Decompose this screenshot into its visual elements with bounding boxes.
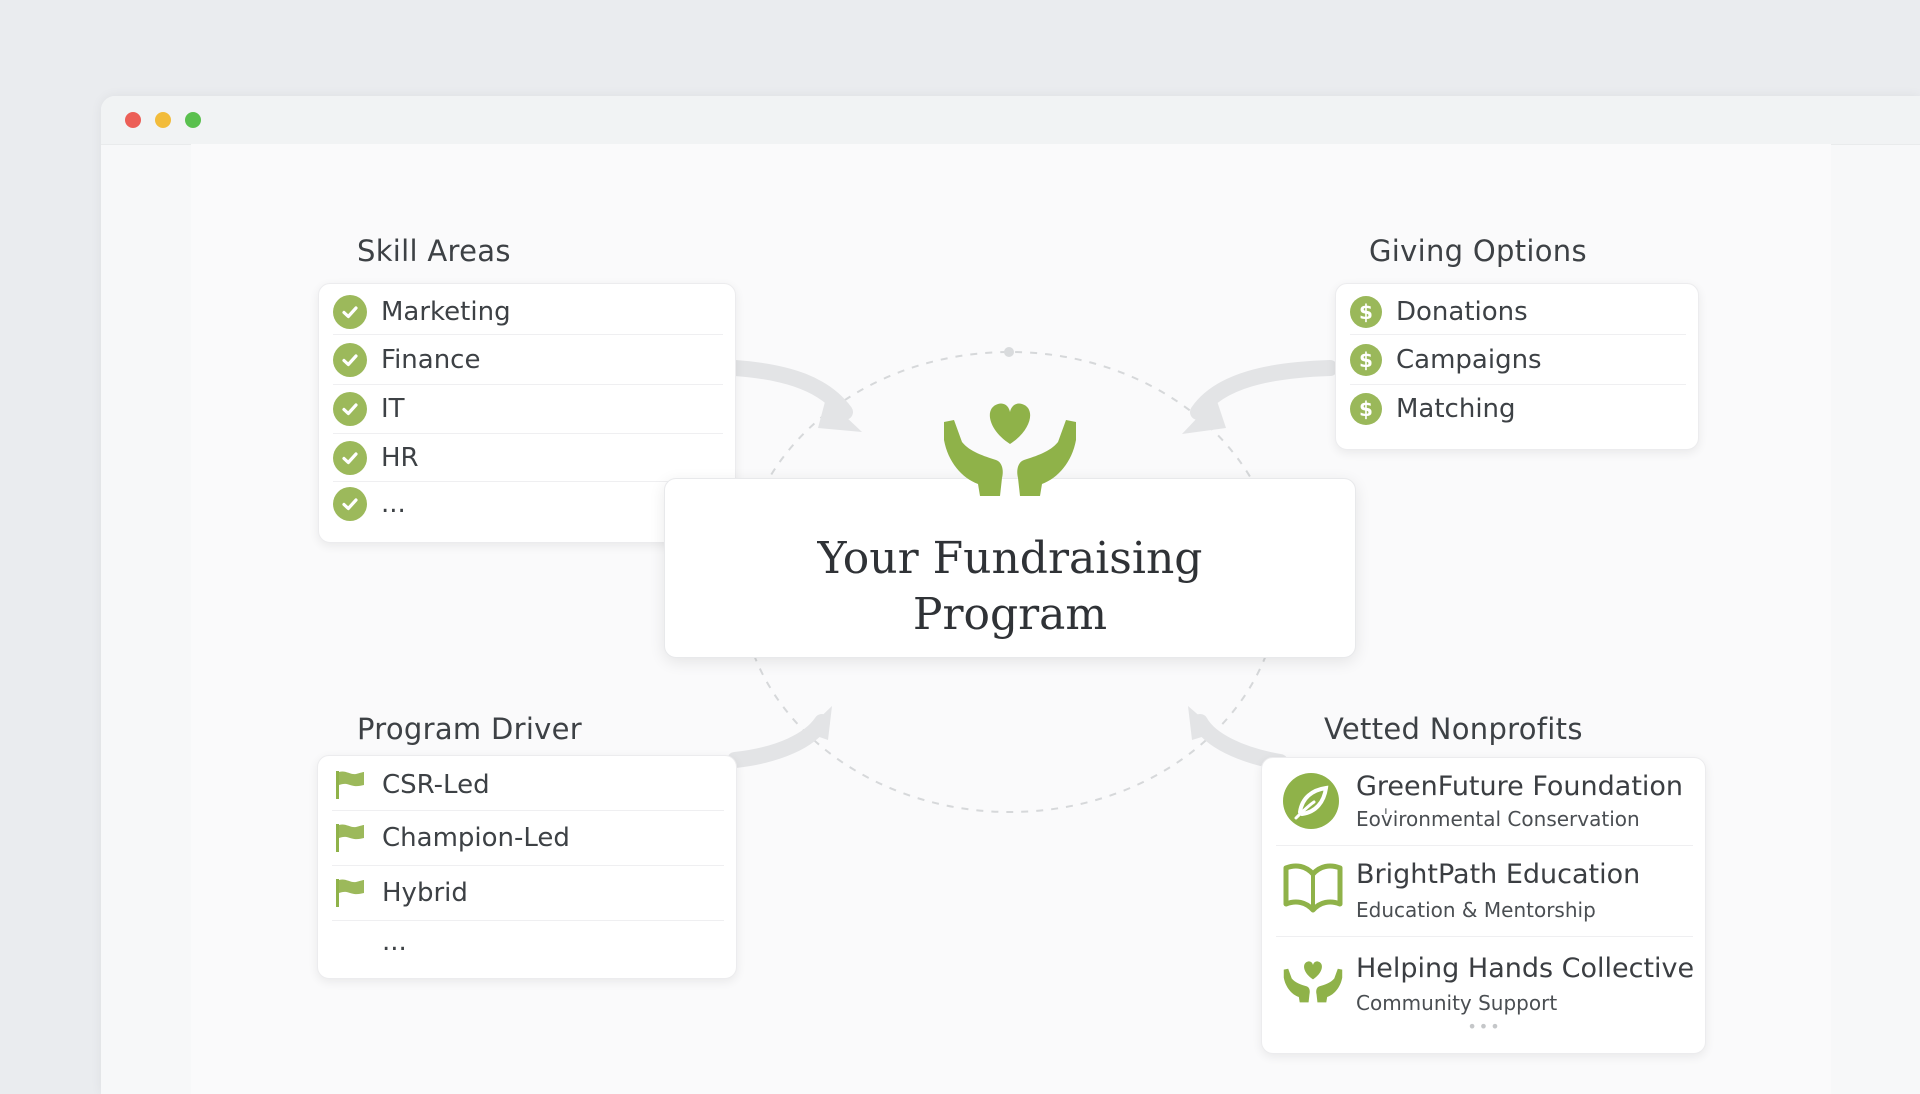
- nonprofit-name: GreenFuture Foundation: [1356, 771, 1684, 802]
- check-circle-icon: [333, 295, 367, 329]
- nonprofit-category: Eoٰvironmental Conservation: [1356, 807, 1640, 831]
- nonprofit-item[interactable]: Helping Hands Collective Community Suppo…: [1276, 937, 1695, 1049]
- driver-item[interactable]: CSR-Led: [332, 760, 724, 811]
- driver-item-more[interactable]: ...: [332, 921, 724, 963]
- program-title-line-2: Program: [912, 589, 1108, 640]
- driver-item-label: ...: [382, 927, 407, 957]
- nonprofit-name: BrightPath Education: [1356, 859, 1641, 890]
- program-title-line-1: Your Fundraising: [817, 533, 1203, 584]
- program-driver-heading: Program Driver: [357, 712, 583, 746]
- nonprofit-category: Community Support: [1356, 991, 1558, 1015]
- maximize-window-button[interactable]: [185, 112, 201, 128]
- skill-item[interactable]: IT: [333, 385, 723, 434]
- close-window-button[interactable]: [125, 112, 141, 128]
- dollar-coin-icon: $: [1350, 296, 1382, 328]
- more-nonprofits-indicator[interactable]: •••: [1467, 1017, 1502, 1036]
- skill-item-label: IT: [381, 394, 405, 424]
- flag-icon: [336, 879, 364, 907]
- skill-item-label: HR: [381, 442, 419, 473]
- dollar-coin-icon: $: [1350, 393, 1382, 425]
- giving-option-label: Campaigns: [1396, 344, 1542, 375]
- vetted-nonprofits-heading: Vetted Nonprofits: [1324, 712, 1583, 746]
- giving-options-card: $ Donations $ Campaigns $ Matching: [1335, 283, 1699, 450]
- program-driver-card: CSR-Led Champion-Led Hybrid ...: [317, 755, 737, 979]
- skill-item-label: Finance: [381, 344, 481, 375]
- giving-option-item[interactable]: $ Campaigns: [1350, 335, 1686, 385]
- nonprofit-item[interactable]: BrightPath Education Education & Mentors…: [1276, 846, 1693, 937]
- vetted-nonprofits-card: GreenFuture Foundation Eoٰvironmental Co…: [1261, 757, 1706, 1054]
- driver-item-label: Champion-Led: [382, 823, 570, 853]
- driver-item-label: CSR-Led: [382, 770, 490, 800]
- flag-icon: [336, 824, 364, 852]
- giving-option-item[interactable]: $ Donations: [1350, 290, 1686, 335]
- dollar-coin-icon: $: [1350, 343, 1382, 376]
- skill-item[interactable]: Finance: [333, 335, 723, 385]
- open-book-icon: [1283, 863, 1343, 913]
- heart-hands-icon: [944, 403, 1076, 496]
- skill-item[interactable]: Marketing: [333, 290, 723, 335]
- nonprofit-name: Helping Hands Collective: [1356, 953, 1695, 984]
- driver-item[interactable]: Hybrid: [332, 866, 724, 921]
- title-bar: [101, 96, 1920, 145]
- skill-item-label: ...: [381, 489, 406, 519]
- nonprofit-category: Education & Mentorship: [1356, 898, 1596, 922]
- flag-icon: [336, 771, 364, 799]
- minimize-window-button[interactable]: [155, 112, 171, 128]
- skill-item[interactable]: ...: [333, 482, 723, 526]
- giving-options-heading: Giving Options: [1369, 234, 1587, 268]
- heart-hands-icon: [1283, 961, 1343, 1003]
- leaf-circle-icon: [1283, 773, 1339, 829]
- driver-item-label: Hybrid: [382, 878, 468, 908]
- check-circle-icon: [333, 440, 367, 475]
- fundraising-program-card: Your Fundraising Program: [664, 478, 1356, 658]
- driver-item[interactable]: Champion-Led: [332, 811, 724, 866]
- giving-option-item[interactable]: $ Matching: [1350, 385, 1686, 433]
- skill-item-label: Marketing: [381, 297, 511, 327]
- check-circle-icon: [333, 487, 367, 521]
- skill-areas-heading: Skill Areas: [357, 234, 511, 268]
- program-title: Your Fundraising Program: [665, 531, 1355, 643]
- check-circle-icon: [333, 392, 367, 426]
- nonprofit-item[interactable]: GreenFuture Foundation Eoٰvironmental Co…: [1276, 758, 1693, 846]
- check-circle-icon: [333, 342, 367, 377]
- skill-item[interactable]: HR: [333, 434, 723, 482]
- giving-option-label: Donations: [1396, 297, 1528, 327]
- giving-option-label: Matching: [1396, 394, 1516, 424]
